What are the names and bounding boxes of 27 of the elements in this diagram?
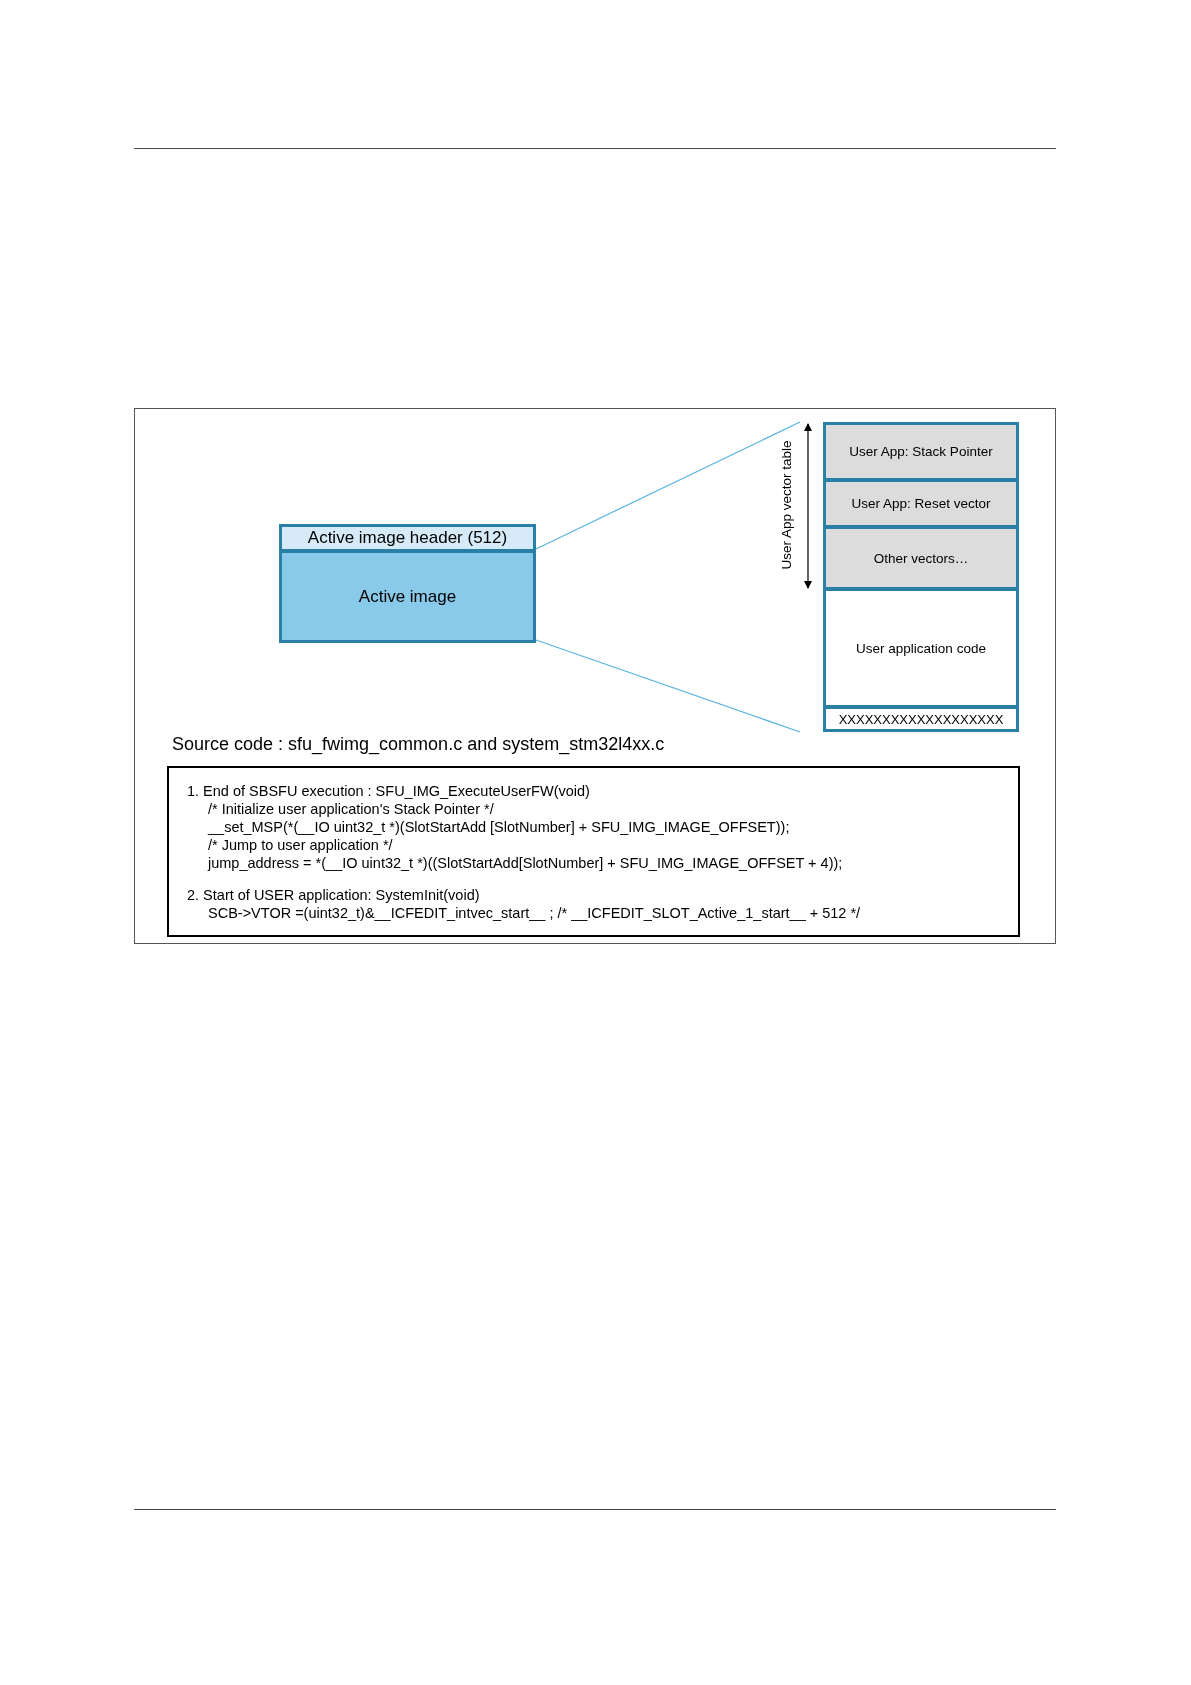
code-line: 2. Start of USER application: SystemInit(void): [187, 886, 481, 904]
memory-cell: [823, 588, 1019, 708]
cell-label: Other vectors…: [873, 550, 969, 566]
cell-label: Active image: [358, 586, 457, 607]
cell-label: XXXXXXXXXXXXXXXXXXX: [838, 711, 1004, 727]
cell-label: Active image header (512): [307, 528, 508, 548]
cell-label: User App: Reset vector: [851, 496, 991, 511]
memory-cell: [823, 422, 1019, 481]
code-line: jump_address = *(__IO uint32_t *)((SlotStartAdd[SlotNumber] + SFU_IMG_IMAGE_OFFSET + 4));: [208, 854, 844, 872]
dimension-label: User App vector table: [778, 440, 794, 570]
code-line: 1. End of SBSFU execution : SFU_IMG_ExecuteUserFW(void): [187, 782, 591, 800]
code-line: /* Initialize user application's Stack Pointer */: [208, 800, 495, 818]
zoom-line: [535, 639, 801, 733]
memory-cell: [823, 706, 1019, 732]
code-line: SCB->VTOR =(uint32_t)&__ICFEDIT_intvec_start__ ; /* __ICFEDIT_SLOT_Active_1_start__ + 512 */: [208, 904, 862, 922]
cell-label: User application code: [856, 640, 986, 656]
cell-label: User App: Stack Pointer: [849, 444, 993, 459]
code-line: __set_MSP(*(__IO uint32_t *)(SlotStartAdd [SlotNumber] + SFU_IMG_IMAGE_OFFSET));: [208, 818, 791, 836]
memory-cell: [823, 479, 1019, 528]
header-block: [279, 524, 536, 552]
memory-cell: [823, 526, 1019, 590]
code-box: [167, 766, 1020, 937]
double-arrow: [804, 423, 812, 589]
image-block: [279, 550, 536, 643]
caption-text: Source code : sfu_fwimg_common.c and system_stm32l4xx.c: [172, 734, 665, 755]
code-line: /* Jump to user application */: [208, 836, 394, 854]
zoom-line: [535, 421, 801, 550]
